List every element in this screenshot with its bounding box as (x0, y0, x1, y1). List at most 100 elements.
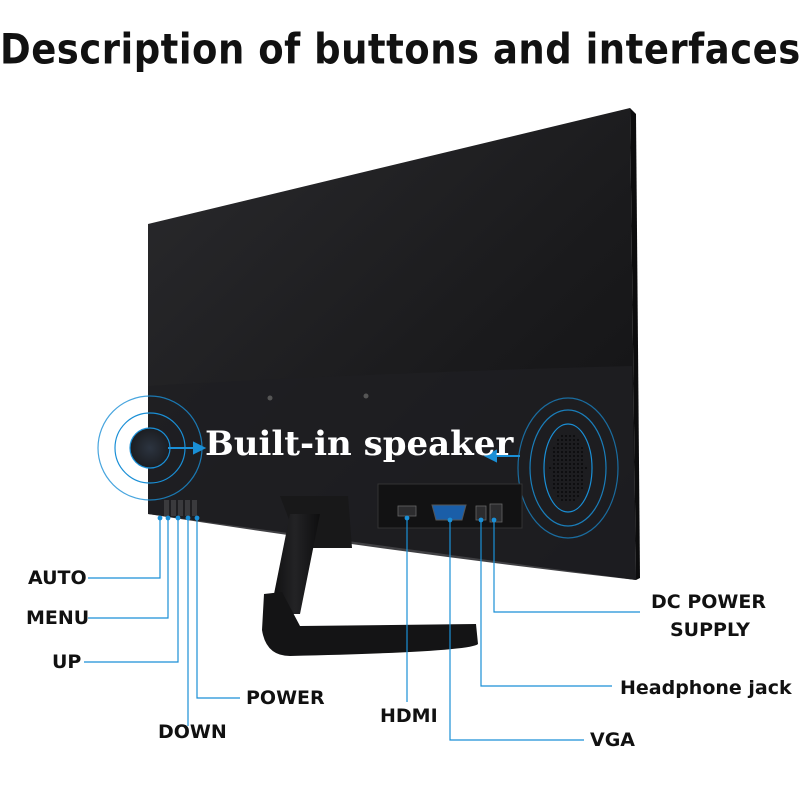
grille-dot (565, 459, 567, 461)
label-headphone: Headphone jack (620, 677, 792, 699)
grille-dot (581, 463, 583, 465)
grille-dot (573, 467, 575, 469)
grille-dot (577, 451, 579, 453)
grille-dot (565, 483, 567, 485)
grille-dot (561, 439, 563, 441)
grille-dot (557, 479, 559, 481)
speaker-grille (549, 435, 587, 501)
grille-dot (573, 479, 575, 481)
grille-dot (577, 443, 579, 445)
grille-dot (569, 443, 571, 445)
grille-dot (581, 471, 583, 473)
grille-dot (557, 483, 559, 485)
grille-dot (565, 443, 567, 445)
grille-dot (573, 483, 575, 485)
grille-dot (565, 495, 567, 497)
mount-hole (267, 395, 273, 401)
grille-dot (569, 495, 571, 497)
grille-dot (569, 471, 571, 473)
grille-dot (569, 439, 571, 441)
grille-dot (573, 455, 575, 457)
grille-dot (565, 447, 567, 449)
grille-dot (577, 487, 579, 489)
grille-dot (577, 495, 579, 497)
grille-dot (569, 435, 571, 437)
grille-dot (573, 491, 575, 493)
callout-dots (157, 515, 497, 523)
power-leader (196, 518, 240, 699)
grille-dot (569, 459, 571, 461)
vga-leader (449, 520, 584, 741)
grille-dot (565, 487, 567, 489)
up-leader (84, 518, 179, 663)
grille-dot (577, 459, 579, 461)
grille-dot (569, 483, 571, 485)
grille-dot (581, 467, 583, 469)
grille-dot (557, 475, 559, 477)
grille-dot (553, 471, 555, 473)
label-up: UP (52, 651, 82, 673)
grille-dot (557, 443, 559, 445)
dc-leader (493, 520, 640, 613)
grille-dot (553, 475, 555, 477)
grille-dot (553, 487, 555, 489)
grille-dot (557, 447, 559, 449)
grille-dot (561, 487, 563, 489)
grille-dot (561, 479, 563, 481)
label-dc-line2: SUPPLY (670, 619, 750, 641)
grille-dot (553, 483, 555, 485)
grille-dot (573, 471, 575, 473)
stand-neck (270, 514, 320, 614)
grille-dot (569, 451, 571, 453)
grille-dot (569, 463, 571, 465)
grille-dot (569, 447, 571, 449)
grille-dot (581, 487, 583, 489)
grille-dot (573, 451, 575, 453)
label-auto: AUTO (28, 567, 87, 589)
grille-dot (561, 455, 563, 457)
grille-dot (557, 455, 559, 457)
grille-dot (553, 455, 555, 457)
vga-port (431, 504, 467, 521)
grille-dot (569, 479, 571, 481)
speaker-arrows (168, 441, 520, 463)
hdmi-port (397, 505, 417, 517)
grille-dot (581, 483, 583, 485)
grille-dot (565, 451, 567, 453)
grille-dot (557, 451, 559, 453)
label-power: POWER (246, 687, 325, 709)
grille-dot (553, 451, 555, 453)
grille-dot (557, 459, 559, 461)
grille-dot (565, 439, 567, 441)
grille-dot (561, 463, 563, 465)
grille-dot (577, 491, 579, 493)
grille-dot (581, 451, 583, 453)
grille-dot (561, 451, 563, 453)
grille-dot (565, 471, 567, 473)
dc-port (489, 503, 503, 523)
grille-dot (581, 479, 583, 481)
grille-dot (557, 463, 559, 465)
auto-leader (88, 518, 161, 579)
speaker-label: Built-in speaker (205, 424, 514, 464)
grille-dot (573, 475, 575, 477)
label-vga: VGA (590, 729, 636, 751)
grille-dot (565, 467, 567, 469)
grille-dot (569, 487, 571, 489)
grille-dot (553, 467, 555, 469)
grille-dot (565, 491, 567, 493)
grille-dot (565, 499, 567, 501)
grille-dot (573, 463, 575, 465)
callout-lines (84, 518, 640, 741)
grille-dot (577, 483, 579, 485)
grille-dot (553, 447, 555, 449)
grille-dot (573, 495, 575, 497)
grille-dot (553, 459, 555, 461)
grille-dot (569, 499, 571, 501)
grille-dot (577, 479, 579, 481)
grille-dot (557, 439, 559, 441)
right-speaker (517, 397, 619, 539)
grille-dot (557, 495, 559, 497)
grille-dot (565, 479, 567, 481)
